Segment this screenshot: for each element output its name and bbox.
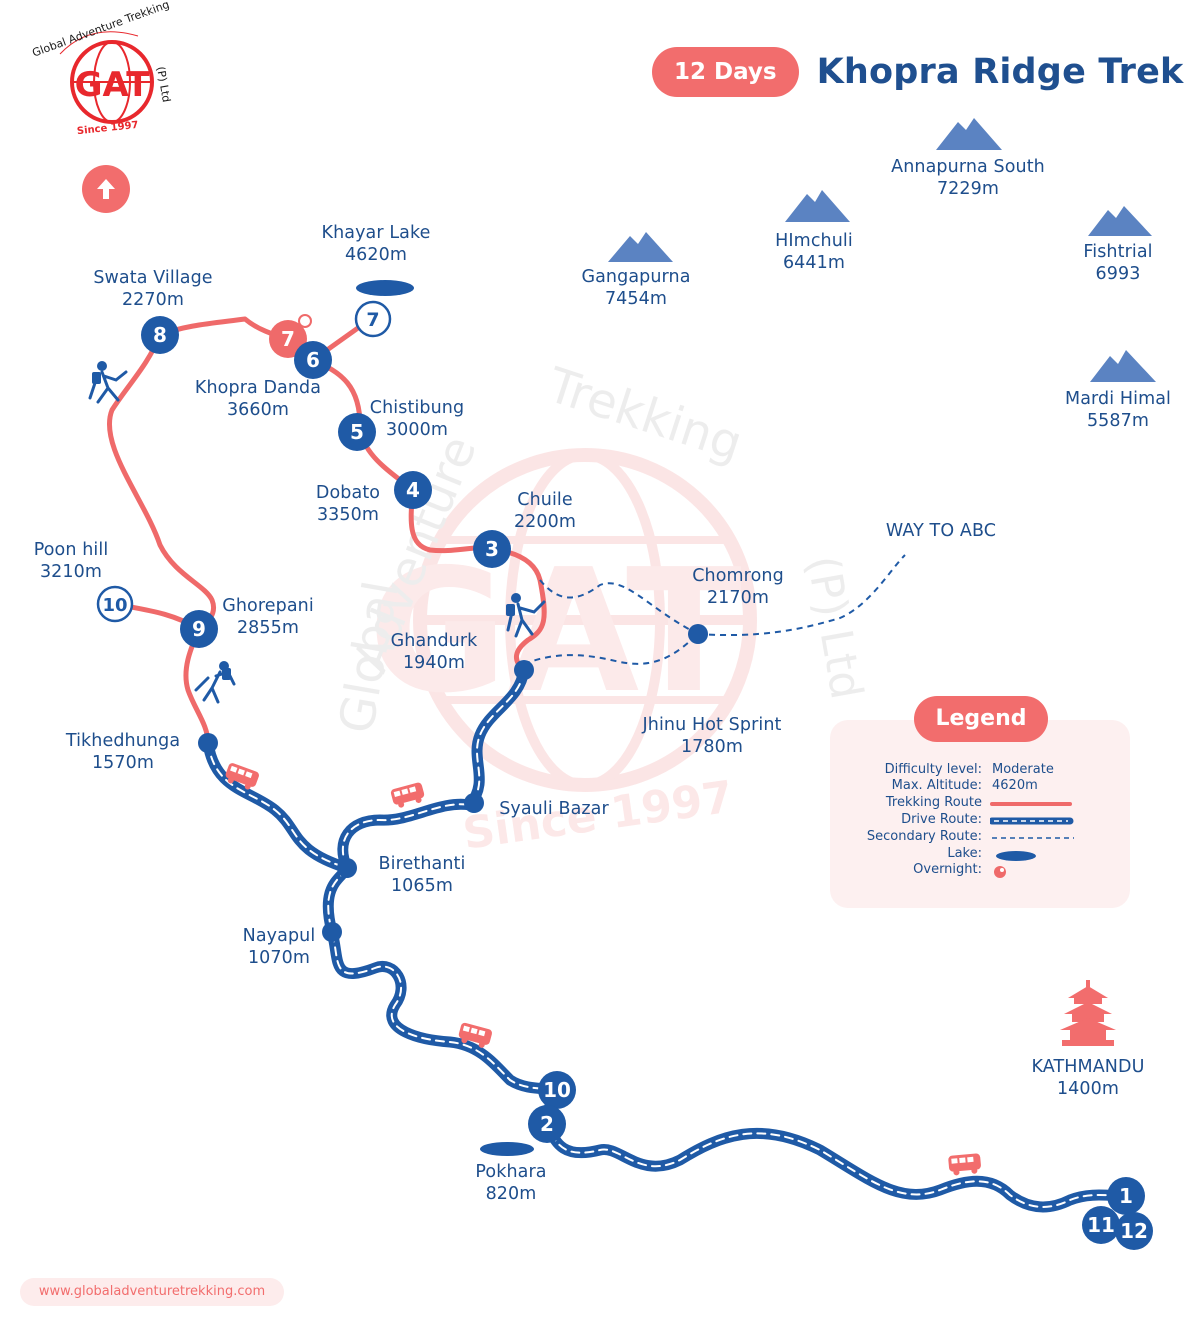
logo-initials: GAT [75, 65, 151, 105]
svg-text:8: 8 [153, 323, 167, 347]
day-marker-9: 9 [180, 610, 218, 648]
bus-icon [390, 782, 425, 808]
day-marker-6: 6 [294, 341, 332, 379]
khayar-lake-icon [356, 280, 414, 296]
svg-text:7: 7 [281, 327, 295, 351]
legend-symbols [990, 802, 1074, 878]
legend-lake-label: Lake: [947, 846, 982, 861]
legend-difficulty-label: Difficulty level: [884, 762, 982, 777]
company-logo: GAT Global Adventure Trekking (P) Ltd Si… [31, 0, 173, 137]
page-title: Khopra Ridge Trek [816, 52, 1184, 92]
bus-icon [948, 1153, 981, 1176]
legend-secondary-label: Secondary Route: [866, 829, 982, 844]
mountain-icon [1088, 206, 1152, 236]
day-marker-2: 2 [528, 1105, 566, 1143]
legend-title: Legend [914, 696, 1048, 742]
header: 12 Days Khopra Ridge Trek [652, 46, 1184, 98]
day-marker-1: 1 [1107, 1177, 1145, 1215]
bus-icon [458, 1022, 493, 1048]
svg-text:3: 3 [485, 537, 499, 561]
legend-difficulty-value: Moderate [992, 762, 1054, 777]
svg-text:11: 11 [1087, 1213, 1115, 1237]
day-marker-10-poonhill: 10 [96, 585, 134, 623]
day-marker-8: 8 [141, 316, 179, 354]
place-label-syauli-bazar: Syauli Bazar [499, 799, 609, 819]
day-marker-5: 5 [338, 413, 376, 451]
svg-text:2: 2 [540, 1112, 554, 1136]
day-marker-3: 3 [473, 530, 511, 568]
svg-text:4: 4 [406, 478, 420, 502]
legend-drive-label: Drive Route: [901, 812, 982, 827]
hiker-icon [506, 593, 546, 638]
day-marker-11: 11 [1082, 1206, 1120, 1244]
logo-suffix: (P) Ltd [154, 65, 173, 103]
mountain-icon [608, 232, 673, 262]
bus-icon [225, 763, 259, 790]
legend-altitude-label: Max. Altitude: [891, 778, 982, 793]
mountain-icon [1090, 350, 1156, 382]
hiker-icon [194, 661, 236, 704]
footer-url[interactable]: www.globaladventuretrekking.com [20, 1278, 284, 1306]
pagoda-icon [1060, 980, 1116, 1046]
day-marker-7-overnight: 7 [269, 314, 312, 358]
arrow-up-icon [97, 179, 115, 199]
mountain-icons [608, 118, 1156, 382]
svg-text:6: 6 [306, 348, 320, 372]
mountain-icon [936, 118, 1002, 150]
pokhara-lake-icon [480, 1142, 534, 1156]
day-marker-12: 12 [1115, 1212, 1153, 1250]
mountain-icon [785, 190, 850, 222]
hiker-icon [88, 361, 128, 404]
day-marker-4: 4 [394, 471, 432, 509]
legend-trekking-label: Trekking Route [885, 795, 982, 810]
legend-panel [830, 720, 1130, 908]
day-marker-7-lake: 7 [354, 300, 392, 338]
waypoint-dots [198, 624, 708, 942]
svg-text:10: 10 [102, 595, 127, 616]
legend-overnight-label: Overnight: [913, 862, 982, 877]
logo-since: Since 1997 [76, 120, 139, 137]
legend-overnight-swatch [994, 866, 1006, 878]
svg-text:7: 7 [366, 309, 379, 331]
svg-text:9: 9 [192, 617, 206, 641]
legend-lake-swatch [996, 851, 1036, 861]
secondary-route [523, 554, 906, 665]
svg-text:5: 5 [350, 420, 364, 444]
svg-text:10: 10 [543, 1078, 571, 1102]
svg-text:12: 12 [1120, 1219, 1148, 1243]
svg-text:1: 1 [1119, 1184, 1133, 1208]
legend-altitude-value: 4620m [992, 778, 1038, 793]
north-arrow [82, 165, 130, 213]
svg-text:GAT: GAT [368, 533, 742, 731]
days-badge: 12 Days [652, 47, 799, 97]
day-marker-10-pokhara: 10 [538, 1071, 576, 1109]
place-label-way-to-abc: WAY TO ABC [885, 521, 997, 541]
